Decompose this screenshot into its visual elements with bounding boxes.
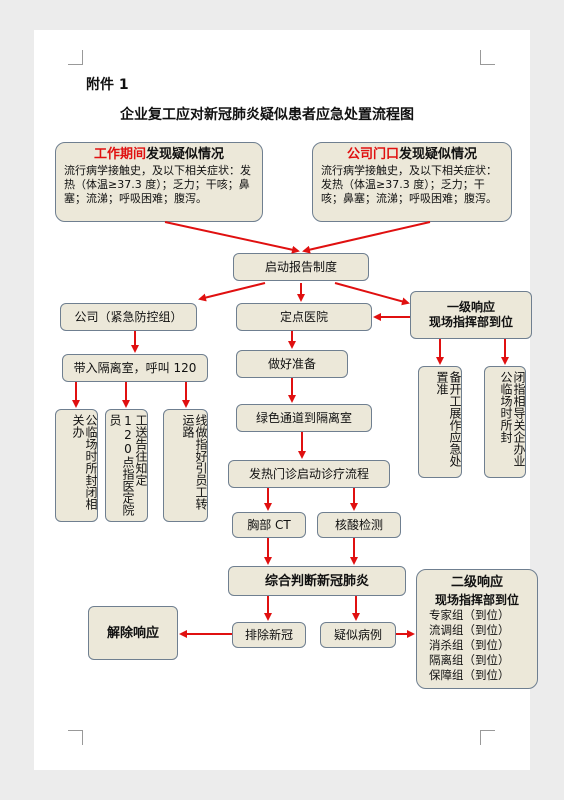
node-report: 启动报告制度 — [233, 253, 369, 281]
vbox-notify-120: 工送告往知定120点指医定院员 — [105, 409, 148, 522]
level2-item: 专家组（到位） — [429, 608, 510, 622]
node-fever-clinic: 发热门诊启动诊疗流程 — [228, 460, 390, 488]
crop-mark-br — [480, 730, 495, 745]
box-company-gate-head: 公司门口发现疑似情况 — [346, 147, 478, 162]
page-title: 企业复工应对新冠肺炎疑似患者应急处置流程图 — [120, 107, 414, 123]
node-level1: 一级响应 现场指挥部到位 — [410, 291, 532, 339]
node-company: 公司（紧急防控组） — [60, 303, 197, 331]
box-company-gate: 公司门口发现疑似情况 流行病学接触史，及以下相关症状：发热（体温≥37.3 度）… — [312, 142, 512, 222]
vbox-guide-close: 闭指相导关企办业公临场时所封 — [484, 366, 526, 478]
node-level2: 二级响应 现场指挥部到位 专家组（到位）流调组（到位）消杀组（到位）隔离组（到位… — [416, 569, 538, 689]
level2-item: 隔离组（到位） — [429, 653, 510, 667]
crop-mark-tl — [68, 50, 83, 65]
crop-mark-bl — [68, 730, 83, 745]
level2-item: 流调组（到位） — [429, 623, 510, 637]
vbox-close-site: 公临场时所封闭相关办 — [55, 409, 98, 522]
level2-item: 保障组（到位） — [429, 668, 510, 682]
box-company-gate-body: 流行病学接触史，及以下相关症状：发热（体温≥37.3 度）；乏力；干咳；鼻塞；流… — [321, 164, 497, 205]
level2-item: 消杀组（到位） — [429, 638, 510, 652]
attachment-label: 附件 1 — [86, 77, 129, 93]
box-work-period: 工作期间发现疑似情况 流行病学接触史，及以下相关症状：发热（体温≥37.3 度）… — [55, 142, 263, 222]
node-isolation: 带入隔离室，呼叫 120 — [62, 354, 208, 382]
node-hospital: 定点医院 — [236, 303, 372, 331]
node-nucleic: 核酸检测 — [317, 512, 401, 538]
node-suspect: 疑似病例 — [320, 622, 396, 648]
node-green-channel: 绿色通道到隔离室 — [236, 404, 372, 432]
arrow-right-to-report — [302, 221, 431, 254]
vbox-transfer-route: 线做指好引员工转运路 — [163, 409, 208, 522]
node-diagnose: 综合判断新冠肺炎 — [228, 566, 406, 596]
node-prepare: 做好准备 — [236, 350, 348, 378]
node-exclude: 排除新冠 — [232, 622, 306, 648]
crop-mark-tr — [480, 50, 495, 65]
level2-items: 专家组（到位）流调组（到位）消杀组（到位）隔离组（到位）保障组（到位） — [423, 608, 531, 683]
node-chest-ct: 胸部 CT — [232, 512, 306, 538]
node-release: 解除响应 — [88, 606, 178, 660]
box-work-period-body: 流行病学接触史，及以下相关症状：发热（体温≥37.3 度）；乏力；干咳；鼻塞；流… — [64, 164, 251, 205]
box-work-period-head: 工作期间发现疑似情况 — [93, 147, 225, 162]
arrow-left-to-report — [164, 221, 300, 254]
vbox-emergency-prep: 备开工展作应急处置准 — [418, 366, 462, 478]
arrow-report-to-company — [198, 282, 266, 302]
arrow-report-to-level1 — [334, 282, 410, 306]
